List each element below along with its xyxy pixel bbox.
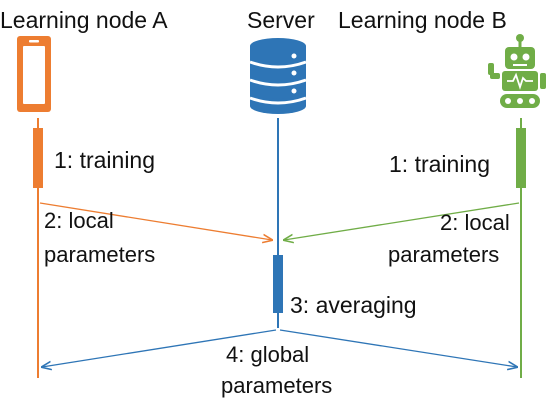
- server-averaging-bar: [273, 255, 283, 313]
- node-a-training-label: 1: training: [54, 147, 155, 173]
- global-label-line1: 4: global: [226, 342, 309, 367]
- node-a-title: Learning node A: [0, 7, 168, 33]
- node-b-local-label-line2: parameters: [388, 242, 499, 267]
- node-a-local-label-line2: parameters: [44, 242, 155, 267]
- node-b-training-label: 1: training: [389, 151, 490, 177]
- smartphone-icon: [17, 36, 51, 112]
- database-icon: [249, 38, 307, 114]
- global-parameters-arrow-b: [279, 329, 517, 367]
- robot-icon: [488, 34, 546, 108]
- node-b-training-bar: [516, 128, 526, 188]
- global-parameters-arrow-a: [42, 329, 277, 367]
- server-averaging-label: 3: averaging: [290, 292, 417, 318]
- node-b-local-label-line1: 2: local: [440, 210, 510, 235]
- node-a-training-bar: [33, 128, 43, 188]
- node-a-local-label-line1: 2: local: [44, 208, 114, 233]
- local-parameters-arrow-a: [39, 202, 272, 240]
- global-label-line2: parameters: [221, 373, 332, 398]
- local-parameters-arrow-b: [284, 202, 520, 240]
- node-b-title: Learning node B: [338, 7, 507, 33]
- server-title: Server: [247, 7, 315, 33]
